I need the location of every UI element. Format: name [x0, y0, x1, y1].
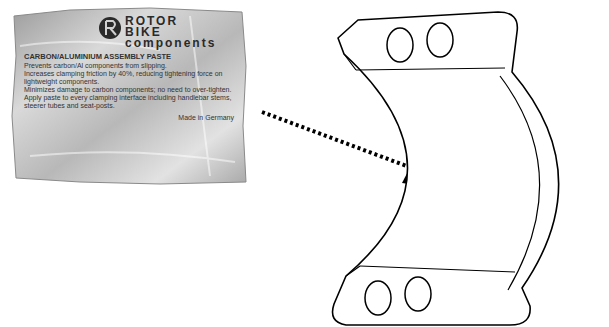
product-title: CARBON/ALUMINIUM ASSEMBLY PASTE: [24, 52, 240, 61]
pointer-arrow-line: [262, 112, 412, 168]
clamp-flange-line: [356, 68, 515, 272]
usage-note: Prevents carbon/Al components from slipp…: [24, 62, 240, 70]
clamp-edge: [344, 54, 360, 276]
paste-sachet: ROTOR BIKE componentsCARBON/ALUMINIUM AS…: [10, 6, 248, 186]
clamp-shell: [333, 12, 559, 325]
bolt-hole: [405, 277, 431, 311]
usage-note: Apply paste to every clamping interface …: [24, 94, 240, 110]
bolt-hole: [387, 28, 413, 62]
brand-logo: ROTOR BIKE components: [125, 16, 217, 49]
usage-note: Minimizes damage to carbon components; n…: [24, 86, 240, 94]
bolt-hole: [427, 23, 453, 57]
bolt-hole: [365, 281, 391, 315]
usage-note: Increases clamping friction by 40%, redu…: [24, 70, 240, 86]
clamp-edge: [500, 76, 540, 290]
origin-note: Made in Germany: [24, 113, 240, 122]
